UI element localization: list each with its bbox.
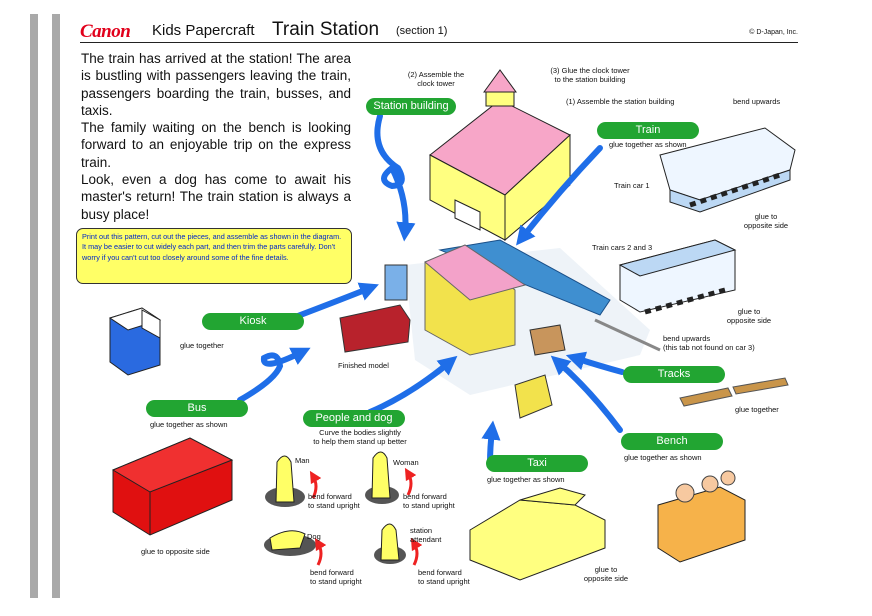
label-bend-upwards: bend upwards	[733, 97, 781, 106]
pill-people-and-dog: People and dog	[303, 410, 405, 427]
pill-bus: Bus	[146, 400, 248, 417]
finished-model-photo	[339, 239, 661, 419]
label-bus-glue: glue together as shown	[150, 420, 228, 429]
page-header: Canon Kids Papercraft Train Station (sec…	[80, 19, 798, 43]
label-attendant: station attendant	[410, 526, 442, 544]
label-glue-clock: (3) Glue the clock tower to the station …	[550, 66, 630, 84]
label-bend-attendant: bend forward to stand upright	[418, 568, 470, 586]
label-assemble-station: (1) Assemble the station building	[566, 97, 675, 106]
label-bend-man: bend forward to stand upright	[308, 492, 360, 510]
label-taxi-opposite: glue to opposite side	[583, 565, 629, 583]
label-taxi-glue: glue together as shown	[487, 475, 565, 484]
bench-piece	[657, 470, 746, 563]
page-title: Train Station	[272, 19, 380, 40]
label-kiosk-glue: glue together	[180, 341, 224, 350]
label-dog: Dog	[307, 532, 321, 541]
label-train-car1: Train car 1	[614, 181, 650, 190]
tracks-piece	[679, 377, 789, 407]
section-label: (section 1)	[396, 25, 448, 37]
label-glue-opposite-1: glue to opposite side	[743, 212, 789, 230]
pill-train: Train	[597, 122, 699, 139]
station-building-piece	[429, 69, 571, 242]
left-margin-bar-1	[30, 14, 38, 598]
train-car-2-piece	[618, 239, 737, 315]
canon-logo: Canon	[80, 21, 131, 42]
pill-bench: Bench	[621, 433, 723, 450]
bus-piece	[111, 437, 234, 536]
label-bus-opposite: glue to opposite side	[141, 547, 210, 556]
copyright: © D-Japan, Inc.	[749, 29, 798, 36]
taxi-piece	[469, 487, 606, 581]
label-assemble-clock: (2) Assemble the clock tower	[407, 70, 465, 88]
label-man: Man	[295, 456, 310, 465]
label-bend-woman: bend forward to stand upright	[403, 492, 455, 510]
label-bench-glue: glue together as shown	[624, 453, 702, 462]
label-bend-dog: bend forward to stand upright	[310, 568, 362, 586]
kiosk-piece	[108, 307, 162, 376]
label-bend-upwards-2: bend upwards (this tab not found on car …	[663, 334, 755, 352]
label-train-cars23: Train cars 2 and 3	[592, 243, 653, 252]
left-margin-bar-2	[52, 14, 60, 598]
label-glue-opposite-2: glue to opposite side	[726, 307, 772, 325]
label-tracks-glue: glue together	[735, 405, 779, 414]
pill-taxi: Taxi	[486, 455, 588, 472]
label-people-note: Curve the bodies slightly to help them s…	[313, 428, 407, 446]
series-name: Kids Papercraft	[152, 22, 255, 39]
label-woman: Woman	[393, 458, 419, 467]
intro-text: The train has arrived at the station! Th…	[81, 50, 351, 223]
pill-kiosk: Kiosk	[202, 313, 304, 330]
pill-station-building: Station building	[366, 98, 456, 115]
people-pieces	[264, 451, 423, 566]
pill-tracks: Tracks	[623, 366, 725, 383]
label-finished-model: Finished model	[338, 361, 389, 370]
instruction-note: Print out this pattern, cut out the piec…	[76, 228, 352, 284]
intro-paragraph-3: Look, even a dog has come to await his m…	[81, 172, 351, 222]
train-car-1-piece	[659, 127, 796, 213]
intro-paragraph-1: The train has arrived at the station! Th…	[81, 51, 351, 118]
intro-paragraph-2: The family waiting on the bench is looki…	[81, 120, 351, 170]
label-train-glue: glue together as shown	[609, 140, 687, 149]
